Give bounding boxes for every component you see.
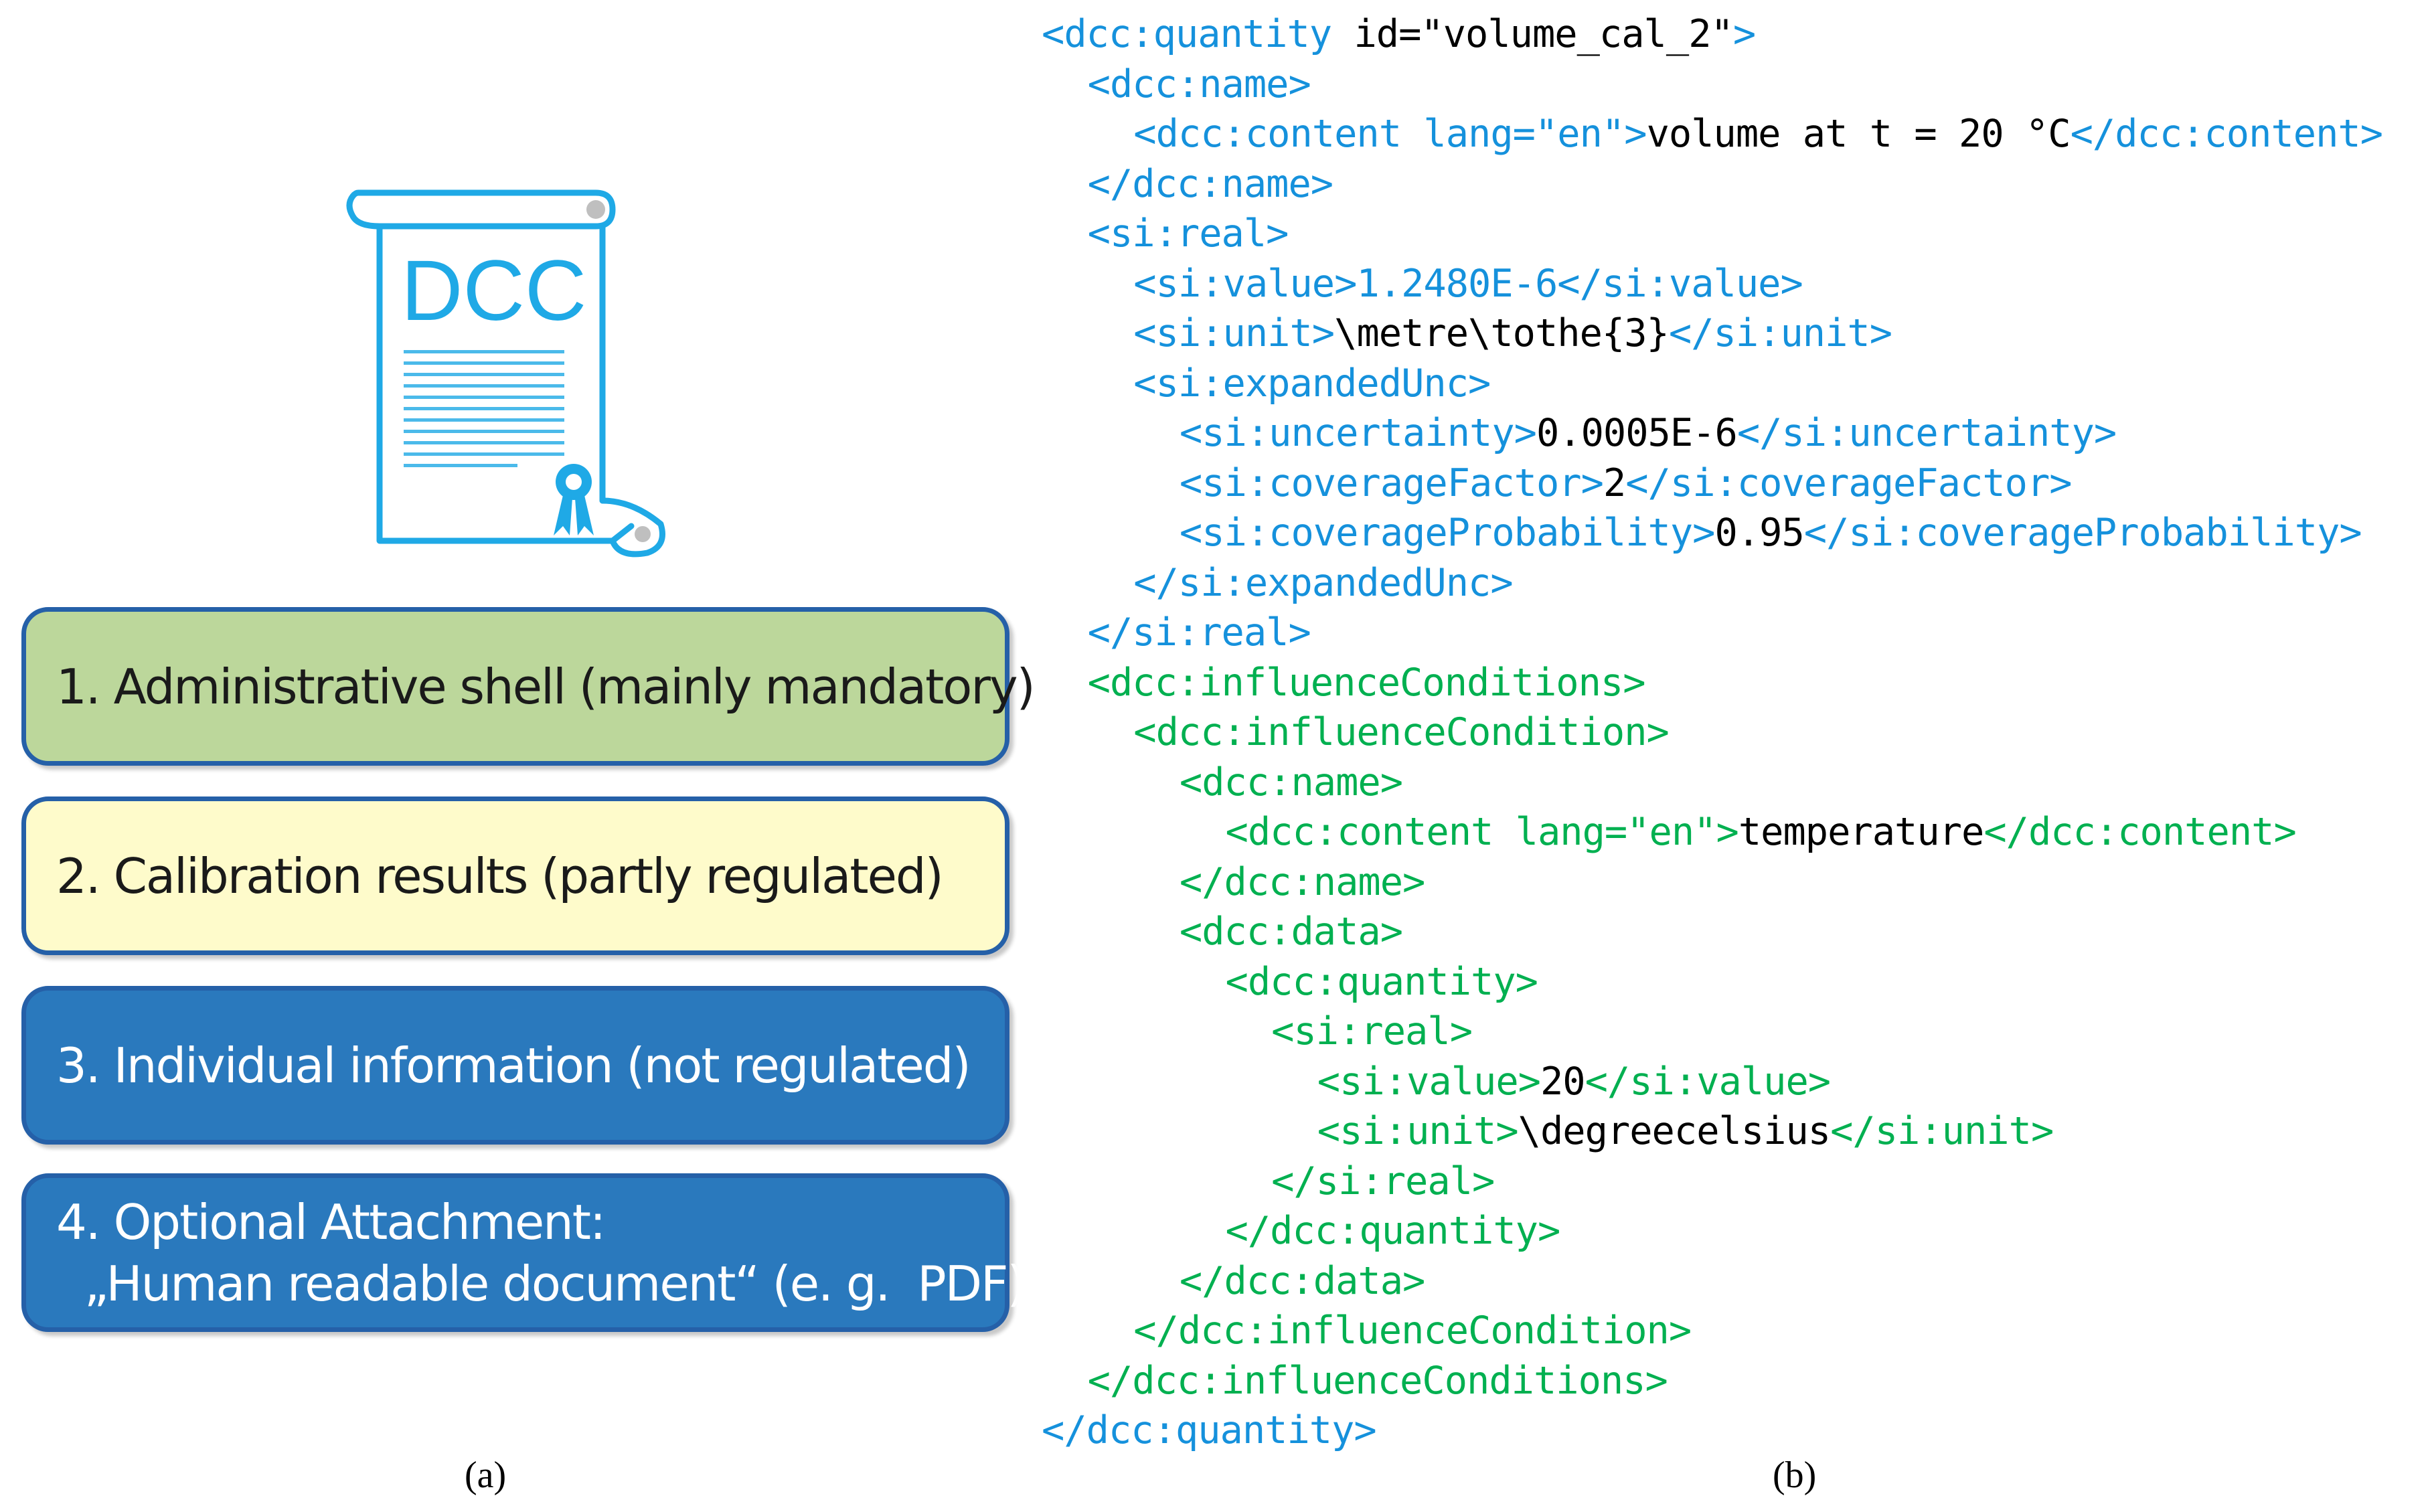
xml-line: <dcc:name> (1042, 758, 2382, 808)
xml-line: </dcc:influenceConditions> (1042, 1356, 2382, 1406)
xml-line: </dcc:data> (1042, 1256, 2382, 1307)
section-label: 2. Calibration results (partly regulated… (56, 847, 944, 904)
xml-tag: <dcc:influenceConditions> (1087, 660, 1646, 705)
xml-text: 20 (1540, 1059, 1586, 1104)
xml-tag: </dcc:quantity> (1225, 1209, 1561, 1253)
xml-tag: <si:value> (1133, 261, 1357, 306)
xml-line: </dcc:quantity> (1042, 1406, 2382, 1456)
xml-line: <si:real> (1042, 1007, 2382, 1057)
caption-a: (a) (465, 1454, 507, 1496)
xml-line: <si:real> (1042, 209, 2382, 259)
xml-tag: </dcc:influenceConditions> (1087, 1358, 1668, 1403)
xml-tag: <si:unit> (1317, 1109, 1519, 1153)
xml-tag: <si:unit> (1133, 311, 1335, 355)
xml-tag: <dcc:data> (1179, 910, 1403, 954)
xml-line: <si:unit>\degreecelsius</si:unit> (1042, 1106, 2382, 1157)
xml-tag: </si:coverageProbability> (1803, 511, 2362, 555)
xml-text: \metre\tothe{3} (1334, 311, 1670, 355)
xml-line: <dcc:influenceCondition> (1042, 707, 2382, 758)
xml-line: <dcc:content lang="en">volume at t = 20 … (1042, 109, 2383, 159)
xml-tag: </si:unit> (1830, 1109, 2054, 1153)
xml-line: <si:coverageProbability>0.95</si:coverag… (1042, 508, 2382, 558)
xml-tag: </dcc:data> (1179, 1258, 1425, 1303)
xml-line: <dcc:name> (1042, 60, 2382, 110)
xml-text: \degreecelsius (1518, 1109, 1831, 1153)
xml-tag: <si:expandedUnc> (1133, 361, 1491, 406)
xml-line: </si:real> (1042, 608, 2382, 658)
xml-line: <si:value>1.2480E-6</si:value> (1042, 259, 2382, 309)
xml-tag: </dcc:name> (1179, 859, 1425, 904)
xml-tag: </si:unit> (1668, 311, 1892, 355)
xml-line: <dcc:quantity id="volume_cal_2"> (1042, 9, 2382, 60)
section-label: 3. Individual information (not regulated… (56, 1037, 971, 1094)
xml-tag: </si:real> (1271, 1159, 1495, 1203)
xml-tag: </si:value> (1585, 1059, 1831, 1104)
section-label: 4. Optional Attachment: (56, 1193, 606, 1250)
xml-tag: </si:coverageFactor> (1625, 460, 2072, 505)
xml-line: <si:expandedUnc> (1042, 359, 2382, 409)
xml-line: <dcc:influenceConditions> (1042, 658, 2382, 708)
dcc-section-3: 3. Individual information (not regulated… (21, 986, 1009, 1145)
xml-tag: <si:coverageFactor> (1179, 460, 1604, 505)
dcc-scroll-icon: DCC (346, 189, 665, 558)
xml-line: <si:value>20</si:value> (1042, 1057, 2382, 1107)
xml-tag: <si:uncertainty> (1179, 411, 1537, 455)
xml-tag: </si:value> (1557, 261, 1803, 306)
xml-line: </dcc:name> (1042, 159, 2382, 209)
xml-tag: </si:real> (1087, 610, 1311, 655)
xml-tag: <dcc:content lang="en"> (1225, 810, 1739, 854)
xml-line: <si:uncertainty>0.0005E-6</si:uncertaint… (1042, 408, 2382, 458)
xml-tag: </si:expandedUnc> (1133, 560, 1513, 605)
xml-tag: <dcc:quantity (1042, 12, 1354, 56)
xml-tag: <si:coverageProbability> (1179, 511, 1716, 555)
xml-text: temperature (1738, 810, 1984, 854)
xml-line: </dcc:quantity> (1042, 1206, 2382, 1256)
xml-text: id="volume_cal_2" (1354, 12, 1733, 56)
xml-line: <si:unit>\metre\tothe{3}</si:unit> (1042, 309, 2382, 359)
xml-tag: 1.2480E-6 (1356, 261, 1558, 306)
xml-text: 0.0005E-6 (1536, 411, 1738, 455)
xml-tag: > (1732, 12, 1756, 56)
xml-text: 2 (1603, 460, 1626, 505)
xml-tag: </dcc:quantity> (1042, 1408, 1377, 1452)
xml-text: volume at t = 20 °C (1646, 112, 2071, 156)
xml-tag: <dcc:influenceCondition> (1133, 710, 1670, 754)
dcc-section-2: 2. Calibration results (partly regulated… (21, 796, 1009, 955)
xml-tag: <dcc:name> (1179, 760, 1403, 805)
xml-line: <si:coverageFactor>2</si:coverageFactor> (1042, 458, 2382, 509)
xml-tag: </dcc:content> (2070, 112, 2383, 156)
xml-tag: <dcc:quantity> (1225, 959, 1538, 1004)
caption-b: (b) (1773, 1454, 1817, 1496)
xml-tag: </dcc:content> (1983, 810, 2296, 854)
seal-icon (554, 464, 594, 535)
dcc-section-1: 1. Administrative shell (mainly mandator… (21, 607, 1036, 766)
xml-line: </si:real> (1042, 1157, 2382, 1207)
xml-tag: <dcc:content lang="en"> (1133, 112, 1647, 156)
section-label: 1. Administrative shell (mainly mandator… (56, 658, 1036, 715)
dcc-icon-label: DCC (401, 243, 586, 339)
xml-line: <dcc:quantity> (1042, 957, 2382, 1007)
xml-line: </si:expandedUnc> (1042, 558, 2382, 608)
xml-line: </dcc:name> (1042, 857, 2382, 908)
xml-tag: </dcc:influenceCondition> (1133, 1309, 1692, 1353)
xml-text: 0.95 (1714, 511, 1805, 555)
xml-line: <dcc:data> (1042, 907, 2382, 957)
xml-line: </dcc:influenceCondition> (1042, 1306, 2382, 1356)
xml-tag: </si:uncertainty> (1736, 411, 2117, 455)
dcc-section-4: 4. Optional Attachment: „Human readable … (21, 1173, 1026, 1332)
xml-tag: </dcc:name> (1087, 161, 1333, 206)
xml-code-listing: <dcc:quantity id="volume_cal_2"><dcc:nam… (1042, 9, 2383, 1456)
xml-line: <dcc:content lang="en">temperature</dcc:… (1042, 807, 2382, 857)
xml-tag: <si:value> (1317, 1059, 1541, 1104)
xml-tag: <si:real> (1271, 1009, 1473, 1054)
section-label: „Human readable document“ (e. g. PDF) (56, 1255, 1026, 1312)
xml-tag: <dcc:name> (1087, 62, 1311, 106)
xml-tag: <si:real> (1087, 212, 1289, 256)
